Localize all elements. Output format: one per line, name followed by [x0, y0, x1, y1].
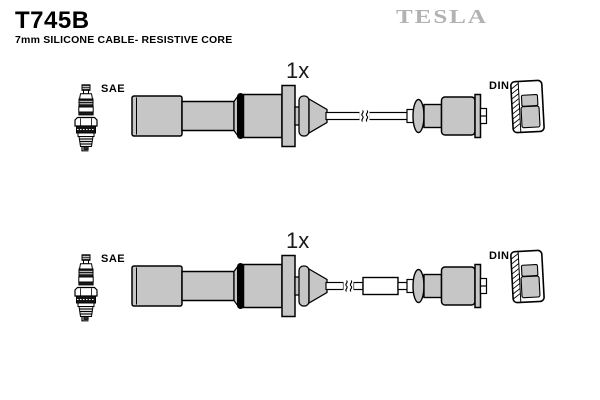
din-label: DIN [489, 80, 510, 92]
spark-plug-icon [71, 254, 101, 322]
part-number: T745B [15, 7, 90, 34]
din-cap-icon [509, 79, 547, 135]
tesla-logo: TESLA [396, 6, 488, 29]
quantity-label: 1x [286, 228, 310, 253]
sae-label: SAE [101, 83, 126, 95]
quantity-label: 1x [286, 58, 310, 83]
sae-label: SAE [101, 253, 126, 265]
cable-diagram-row-2: SAE 1x DIN [0, 228, 600, 398]
product-subtitle: 7mm SILICONE CABLE- RESISTIVE CORE [15, 34, 233, 46]
ignition-cable-icon [130, 83, 490, 149]
cable-diagram-row-1: SAE 1x DIN [0, 58, 600, 228]
spark-plug-icon [71, 84, 101, 152]
ignition-cable-icon [130, 253, 490, 319]
din-label: DIN [489, 250, 510, 262]
din-cap-icon [509, 249, 547, 305]
